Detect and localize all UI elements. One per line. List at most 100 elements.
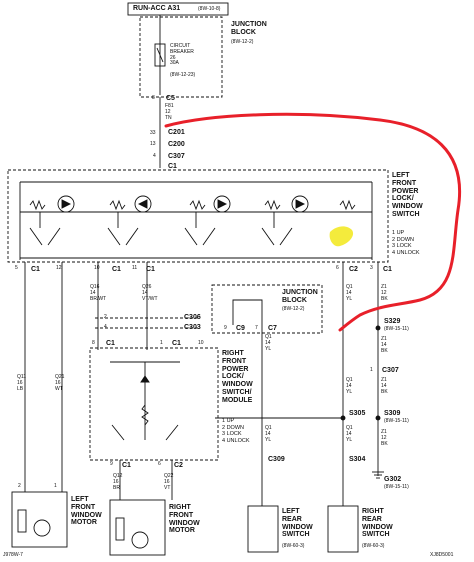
connector-c201: C201 xyxy=(168,129,185,136)
connector-c1-b: C1 xyxy=(112,266,121,273)
pin-1d: 1 xyxy=(54,483,57,489)
title-box xyxy=(127,2,229,16)
connector-c306: C306 xyxy=(184,314,201,321)
connector-c1-top: C1 xyxy=(168,163,177,170)
wire-z1-low: Z1 14 BK xyxy=(381,377,388,395)
wire-q21-left: Q21 16 WT xyxy=(55,374,65,392)
wire-q16: Q16 14 BR/WT xyxy=(90,284,107,302)
rf-module-title: RIGHT FRONT POWER LOCK/ WINDOW SWITCH/ M… xyxy=(222,350,253,404)
wire-q1-lowr: Q1 14 YL xyxy=(346,425,353,443)
connector-c2-bottom: C2 xyxy=(174,462,183,469)
pin-9b: 9 xyxy=(110,461,113,467)
connector-c9: C9 xyxy=(236,325,245,332)
circuit-breaker-symbol xyxy=(154,43,166,67)
connector-c1-d: C1 xyxy=(383,266,392,273)
pin-6b: 6 xyxy=(158,461,161,467)
pin-1b: 1 xyxy=(370,367,373,373)
rf-module-legend: 1 UP 2 DOWN 3 LOCK 4 UNLOCK xyxy=(222,418,250,444)
splice-s329: S329 xyxy=(384,318,401,325)
pin-7: 7 xyxy=(255,325,258,331)
right-front-motor-label: RIGHT FRONT WINDOW MOTOR xyxy=(169,504,200,535)
lf-switch-title: LEFT FRONT POWER LOCK/ WINDOW SWITCH xyxy=(392,172,423,219)
left-rear-switch-ref: (8W-60-3) xyxy=(282,543,305,549)
yellow-highlight xyxy=(329,226,354,247)
wire-q22-right: Q22 16 VT xyxy=(164,473,174,491)
wire-z1-g: Z1 12 BK xyxy=(381,429,388,447)
junction-block-top xyxy=(139,16,223,98)
pin-2: 2 xyxy=(104,314,107,320)
ground-g302-ref: (8W-15-11) xyxy=(384,484,409,490)
pin-4: 4 xyxy=(153,153,156,159)
left-front-motor-label: LEFT FRONT WINDOW MOTOR xyxy=(71,496,102,527)
rf-module-box xyxy=(89,347,219,461)
pin-6: 6 xyxy=(336,265,339,271)
circuit-breaker-ref: (8W-12-23) xyxy=(170,72,196,78)
connector-c1-bottom: C1 xyxy=(122,462,131,469)
right-front-motor-box xyxy=(109,499,166,556)
connector-c309: C309 xyxy=(268,456,285,463)
pin-12: 12 xyxy=(56,265,62,271)
circuit-breaker-label: CIRCUIT BREAKER 26 30A xyxy=(170,43,194,67)
junction-block-mid-title: JUNCTION BLOCK xyxy=(282,289,318,304)
junction-block-top-title: JUNCTION BLOCK xyxy=(231,21,267,36)
wire-q11-left: Q11 16 LB xyxy=(17,374,27,392)
wire-q1-main: Q1 14 YL xyxy=(346,284,353,302)
connector-c7: C7 xyxy=(268,325,277,332)
pin-3: 3 xyxy=(370,265,373,271)
wire-q1-mid: Q1 14 YL xyxy=(346,377,353,395)
ground-g302: G302 xyxy=(384,476,402,483)
junction-block-top-ref: (8W-12-2) xyxy=(231,39,254,45)
pin-9: 9 xyxy=(224,325,227,331)
pin-8b: 8 xyxy=(92,340,95,346)
pin-10b: 10 xyxy=(198,340,204,346)
title-box-label: RUN-ACC A31 xyxy=(133,5,181,12)
wire-q1-jb: Q1 14 YL xyxy=(265,334,272,352)
splice-s304: S304 xyxy=(349,456,366,463)
connector-c307-right: C307 xyxy=(382,367,399,374)
footer-right-code: XJ8D5001 xyxy=(430,552,454,558)
pin-13: 13 xyxy=(150,141,156,147)
title-box-ref: (8W-10-8) xyxy=(198,6,221,12)
connector-c5: C5 xyxy=(166,95,175,102)
right-rear-switch-ref: (8W-60-3) xyxy=(362,543,385,549)
connector-c1-e: C1 xyxy=(106,340,115,347)
pin-4b: 4 xyxy=(104,324,107,330)
connector-c1-f: C1 xyxy=(172,340,181,347)
junction-block-mid-ref: (8W-12-2) xyxy=(282,306,305,312)
splice-s305: S305 xyxy=(349,410,366,417)
left-front-motor-box xyxy=(11,491,68,548)
red-annotation-stroke xyxy=(164,112,461,332)
left-rear-switch-box xyxy=(247,505,279,553)
connector-c2: C2 xyxy=(349,266,358,273)
wire-q1-low: Q1 14 YL xyxy=(265,425,272,443)
pin-5: 5 xyxy=(15,265,18,271)
connector-c1-c: C1 xyxy=(146,266,155,273)
wire-f81: F81 12 TN xyxy=(165,103,174,121)
pin-10: 10 xyxy=(94,265,100,271)
connector-c1-a: C1 xyxy=(31,266,40,273)
right-rear-switch-box xyxy=(327,505,359,553)
connector-c307-top: C307 xyxy=(168,153,185,160)
wire-q26: Q26 14 VT/WT xyxy=(142,284,158,302)
lf-switch-box xyxy=(7,169,389,263)
wire-z1-mid: Z1 14 BK xyxy=(381,336,388,354)
connector-c303: C303 xyxy=(184,324,201,331)
pin-11: 11 xyxy=(132,265,138,271)
splice-s309: S309 xyxy=(384,410,401,417)
left-rear-switch-label: LEFT REAR WINDOW SWITCH xyxy=(282,508,313,539)
pin-1: 1 xyxy=(160,340,163,346)
junction-block-mid xyxy=(211,284,323,334)
pin-33: 33 xyxy=(150,130,156,136)
pin-2d: 2 xyxy=(18,483,21,489)
splice-s309-ref: (8W-15-11) xyxy=(384,418,409,424)
pin-8: 8 xyxy=(152,95,155,101)
splice-s329-ref: (8W-15-11) xyxy=(384,326,409,332)
wire-q12-right: Q12 16 BR xyxy=(113,473,123,491)
wire-z1-right: Z1 12 BK xyxy=(381,284,388,302)
footer-left-code: J978W-7 xyxy=(3,552,23,558)
right-rear-switch-label: RIGHT REAR WINDOW SWITCH xyxy=(362,508,393,539)
lf-switch-legend: 1 UP 2 DOWN 3 LOCK 4 UNLOCK xyxy=(392,230,420,256)
connector-c200: C200 xyxy=(168,141,185,148)
